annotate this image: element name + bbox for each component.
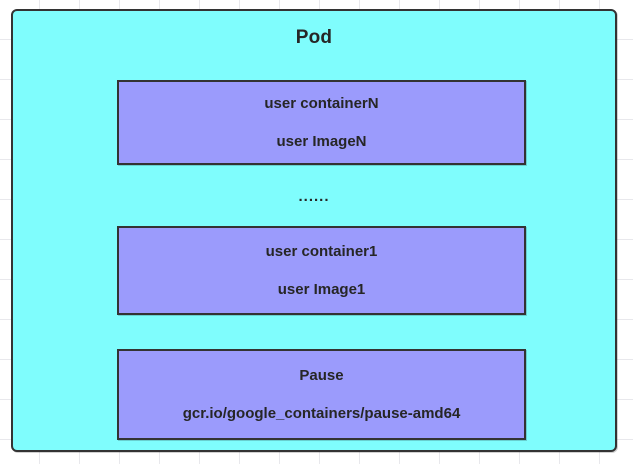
container-name-label: Pause <box>299 366 344 384</box>
pod-container-box: Pod user containerN user ImageN ...... u… <box>11 9 617 452</box>
container-name-label: user containerN <box>264 94 379 112</box>
pod-title: Pod <box>295 27 333 48</box>
container-box-user-containerN: user containerN user ImageN <box>117 80 526 165</box>
container-image-label: user Image1 <box>277 280 366 298</box>
container-box-pause: Pause gcr.io/google_containers/pause-amd… <box>117 349 526 440</box>
ellipsis-label: ...... <box>298 188 330 205</box>
container-image-label: gcr.io/google_containers/pause-amd64 <box>182 404 461 422</box>
container-name-label: user container1 <box>265 242 378 260</box>
container-box-user-container1: user container1 user Image1 <box>117 226 526 315</box>
container-image-label: user ImageN <box>276 132 367 150</box>
